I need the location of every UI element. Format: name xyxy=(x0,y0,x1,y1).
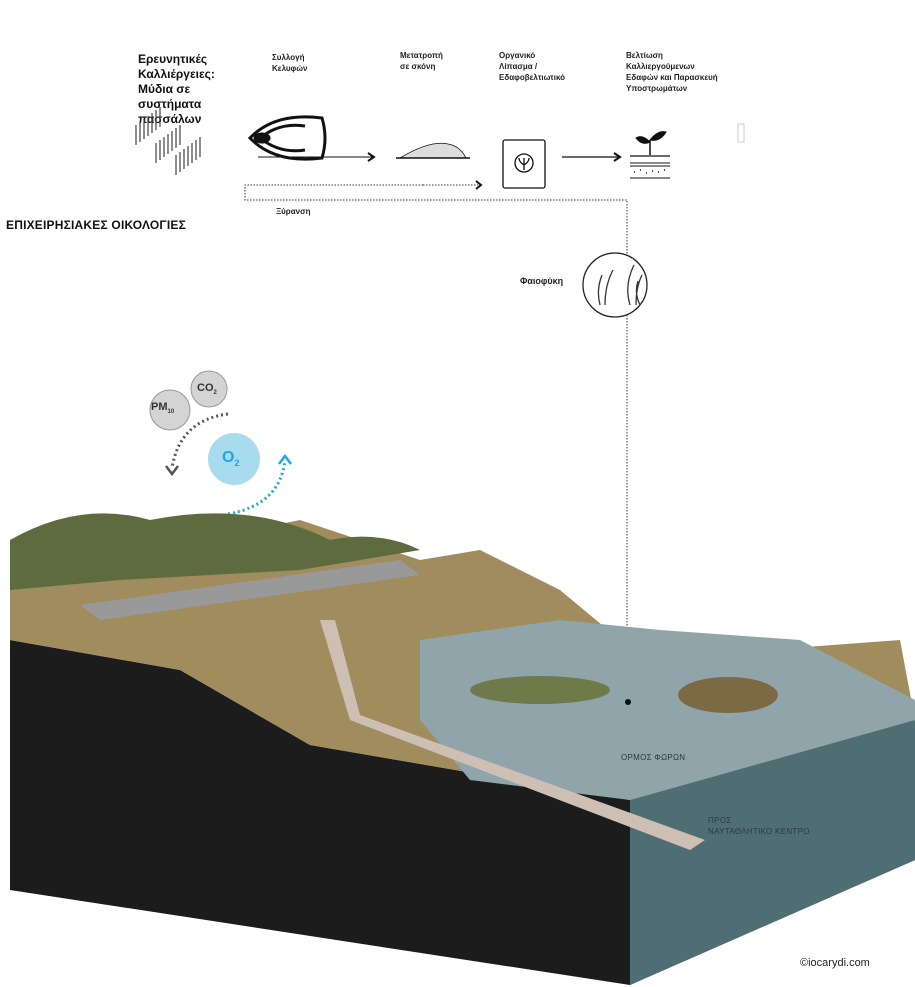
shell-icon xyxy=(247,115,327,161)
direction-label-2: ΝΑΥΤΑΘΛΗΤΙΚΟ ΚΕΝΤΡΟ xyxy=(708,827,810,836)
air-quality-icons xyxy=(149,370,292,516)
direction-label-1: ΠΡΟΣ xyxy=(708,816,732,825)
pm10-label: PM10 xyxy=(151,401,174,415)
seaweed-label: Φαιοφύκη xyxy=(520,276,564,286)
co2-label: CO2 xyxy=(197,382,217,396)
powder-pile-icon xyxy=(396,142,470,159)
start-title: Ερευνητικές Καλλιέργειες: Μύδια σε συστή… xyxy=(138,52,215,126)
step-fertilizer-label: Οργανικό Λίπασμα / Εδαφοβελτιωτικό xyxy=(499,51,566,82)
road xyxy=(80,560,420,620)
pm-sub: 10 xyxy=(167,409,175,416)
o2-text: O xyxy=(222,449,235,466)
pm-text: PM xyxy=(151,401,168,413)
arrow-head-icon xyxy=(613,152,622,162)
credit: ©iocarydi.com xyxy=(800,957,870,969)
fertilizer-bag-icon xyxy=(502,139,546,189)
seaweed-icon xyxy=(582,252,648,318)
co2-sub: 2 xyxy=(213,390,217,397)
step-collection-label: Συλλογή Κελυφών xyxy=(272,53,308,73)
o2-sub: 2 xyxy=(234,458,240,469)
mussel-stakes-icon xyxy=(135,107,201,176)
scraping-loop-line xyxy=(244,184,628,980)
boardwalk xyxy=(320,620,705,850)
plant-soil-icon xyxy=(630,131,670,179)
o2-label: O2 xyxy=(222,449,239,468)
arrow-head-icon xyxy=(367,152,376,162)
bay-label: ΟΡΜΟΣ ΦΩΡΩΝ xyxy=(621,753,686,762)
loop-label: Ξύρανση xyxy=(276,207,311,216)
island xyxy=(678,677,778,713)
water-section xyxy=(630,720,915,985)
section-title: ΕΠΙΧΕΙΡΗΣΙΑΚΕΣ ΟΙΚΟΛΟΓΙΕΣ xyxy=(6,218,186,232)
step-soil-label: Βελτίωση Καλλιεργούμενων Εδαφών και Παρα… xyxy=(626,51,718,93)
island xyxy=(470,676,610,704)
step-powder-label: Μετατροπή σε σκόνη xyxy=(400,51,443,71)
vegetation xyxy=(10,513,420,590)
landscape-block xyxy=(10,513,915,985)
small-box xyxy=(737,123,745,143)
bay-water xyxy=(420,620,915,800)
co2-text: CO xyxy=(197,382,214,394)
